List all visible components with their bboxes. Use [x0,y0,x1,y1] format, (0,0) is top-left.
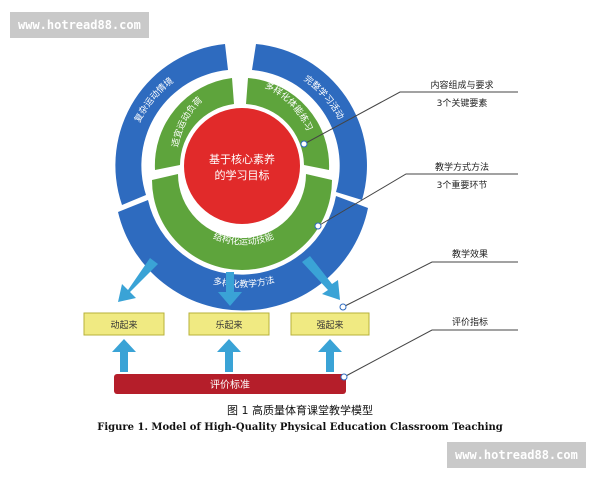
up-arrow-left [112,339,136,372]
up-arrow-middle [217,339,241,372]
inner-ring-segment-left [154,78,234,170]
box-label-leqilai: 乐起来 [215,319,242,331]
down-arrow-middle [218,272,242,306]
annotation-line-4 [343,329,518,378]
evaluation-bar [114,374,346,394]
annotation-title-1: 内容组成与要求 [430,79,493,91]
down-arrow-left [118,258,158,302]
down-arrow-right [302,256,340,300]
core-label-line2: 的学习目标 [215,168,270,182]
annotation-dot-2 [314,222,322,230]
core-label-line1: 基于核心素养 [209,152,275,166]
annotation-lines [303,91,518,378]
box-label-qiangqilai: 强起来 [316,320,343,331]
annotation-title-2: 教学方式方法 [435,161,489,173]
annotation-dots [300,140,348,381]
annotation-line-2 [317,173,518,227]
core-circle [184,108,300,224]
evaluation-bar-label: 评价标准 [210,379,250,391]
box-label-dongqilai: 动起来 [110,320,137,331]
down-arrows [118,256,340,306]
annotation-dot-4 [340,373,348,381]
inner-ring-segment-bottom [152,174,332,270]
annotation-subtitle-2: 3个重要环节 [437,179,488,191]
box-dongqilai [83,312,165,336]
inner-ring [152,78,332,270]
annotation-dot-3 [339,303,347,311]
annotation-title-4: 评价指标 [452,316,488,328]
inner-ring-segment-right [246,78,330,170]
watermark-bottom: www.hotread88.com [447,442,586,468]
annotation-title-3: 教学效果 [452,248,488,260]
figure-caption-en: Figure 1. Model of High-Quality Physical… [97,422,503,433]
annotation-subtitle-1: 3个关键要素 [437,97,488,109]
annotation-line-1 [303,91,518,145]
watermark-top: www.hotread88.com [10,12,149,38]
annotation-line-3 [342,261,518,308]
annotation-dot-1 [300,140,308,148]
up-arrow-right [318,339,342,372]
box-leqilai [188,312,270,336]
box-qiangqilai [290,312,370,336]
outer-ring-segment-bottom [118,196,368,311]
outer-ring-segment-left [115,44,228,205]
result-boxes: 动起来 乐起来 强起来 [83,312,370,336]
up-arrows [112,339,342,372]
figure-caption-cn: 图 1 高质量体育课堂教学模型 [227,404,373,417]
